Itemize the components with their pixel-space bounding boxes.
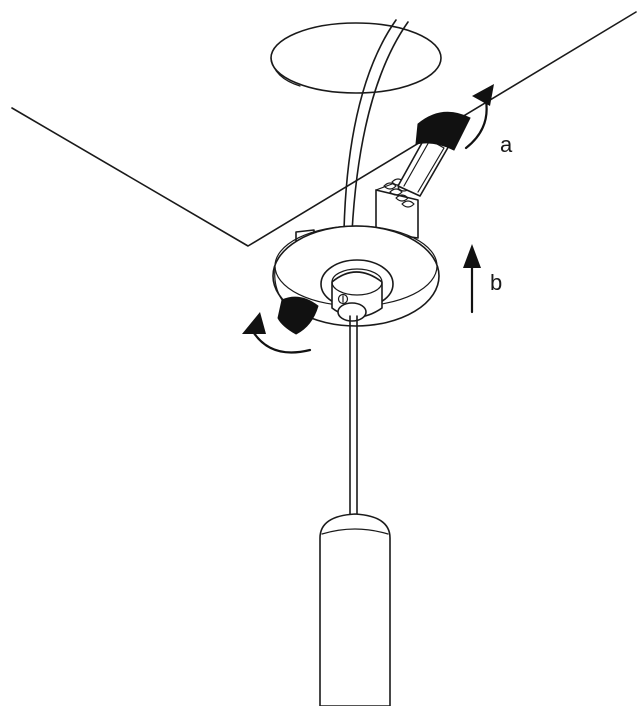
ceiling-edge xyxy=(11,11,637,247)
label-b: b xyxy=(490,270,502,295)
pendant-lamp-body xyxy=(319,513,391,706)
label-a: a xyxy=(500,132,513,157)
cable-grip xyxy=(320,259,394,322)
push-up-arrow-b xyxy=(463,244,481,314)
clip-grip-bottom xyxy=(277,296,319,335)
junction-box-rim xyxy=(270,57,301,87)
set-screw xyxy=(337,293,349,305)
spring-clip-arm-top xyxy=(397,111,471,197)
spring-clip-arm-bottom xyxy=(277,296,319,335)
rotation-arrow-a xyxy=(464,84,494,150)
ceiling-junction-box xyxy=(270,22,442,94)
power-cable xyxy=(351,21,409,233)
clip-grip-top xyxy=(415,111,471,151)
rotation-arrow-bottom xyxy=(242,312,312,354)
